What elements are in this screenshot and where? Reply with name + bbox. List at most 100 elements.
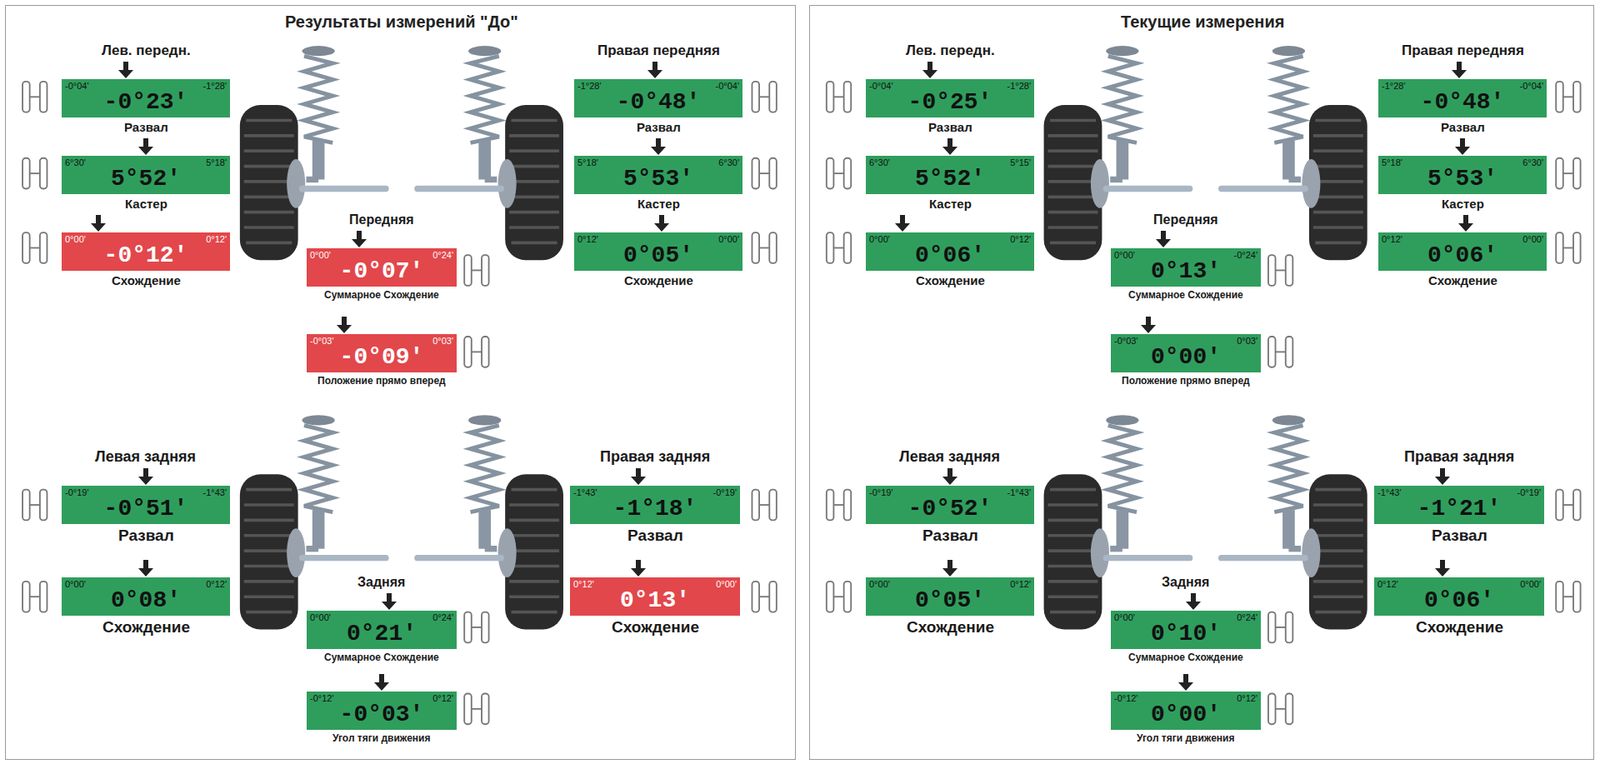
range-min: 0°00' bbox=[1114, 250, 1135, 261]
range-max: 0°12' bbox=[1010, 579, 1031, 590]
range-min: -1°43' bbox=[573, 487, 598, 499]
gauge-bar: 0°12'0°00'0°13'Схождение bbox=[570, 577, 740, 616]
gauge-bar: Задняя0°00'0°24'0°10'Суммарное Схождение bbox=[1110, 610, 1261, 650]
pointer-arrow bbox=[1435, 560, 1450, 577]
pointer-arrow bbox=[374, 674, 390, 691]
pointer-arrow-head bbox=[650, 138, 666, 155]
range-max: -0°19' bbox=[712, 487, 737, 499]
pointer-arrow-head bbox=[138, 468, 154, 485]
gauge-caption: Развал bbox=[1440, 119, 1485, 135]
range-min: -0°19' bbox=[869, 487, 894, 499]
measured-value: 0°13' bbox=[1110, 258, 1261, 285]
gauge-bar: 0°12'0°00'0°05'Схождение bbox=[574, 232, 743, 271]
panel-title: Текущие измерения bbox=[1120, 12, 1285, 32]
pointer-arrow bbox=[1458, 215, 1474, 232]
measured-value: 0°05' bbox=[574, 242, 743, 270]
gauge-caption: Угол тяги движения bbox=[332, 731, 430, 745]
measured-value: -0°12' bbox=[61, 242, 230, 270]
gauge-caption: Развал bbox=[124, 119, 169, 135]
pointer-arrow-head bbox=[118, 61, 134, 79]
range-min: -1°28' bbox=[577, 80, 602, 92]
measured-value: -0°52' bbox=[865, 495, 1035, 523]
wheel-heading: Правая передняя bbox=[1401, 41, 1525, 60]
pointer-arrow-head bbox=[1458, 215, 1474, 232]
pointer-arrow bbox=[1455, 138, 1470, 155]
gauge-caption: Суммарное Схождение bbox=[1128, 288, 1244, 302]
pointer-arrow-head bbox=[942, 468, 958, 485]
gauge-caption: Кастер bbox=[929, 195, 972, 212]
gauge-bar: Задняя0°00'0°24'0°21'Суммарное Схождение bbox=[306, 610, 457, 650]
measured-value: -0°48' bbox=[1378, 89, 1547, 116]
pointer-arrow-head bbox=[922, 61, 938, 79]
wheel-heading: Правая задняя bbox=[1404, 447, 1515, 466]
range-min: -0°04' bbox=[65, 80, 90, 92]
pointer-arrow-head bbox=[138, 560, 154, 577]
range-min: 6°30' bbox=[65, 157, 86, 169]
pointer-arrow bbox=[1178, 674, 1194, 691]
measured-value: -0°09' bbox=[306, 344, 457, 371]
measured-value: 5°53' bbox=[1378, 165, 1547, 193]
range-max: 0°12' bbox=[1010, 234, 1031, 245]
measured-value: 0°21' bbox=[306, 620, 457, 648]
measured-value: 0°10' bbox=[1110, 620, 1261, 648]
gauge-caption: Схождение bbox=[915, 272, 985, 289]
range-max: 0°24' bbox=[432, 612, 454, 624]
range-min: 0°12' bbox=[573, 579, 595, 590]
range-max: 0°00' bbox=[1520, 579, 1541, 590]
range-min: -0°12' bbox=[310, 693, 335, 705]
gauge-bar: -0°03'0°03'-0°09'Положение прямо вперед bbox=[306, 334, 457, 373]
gauge-bar: -0°12'0°12'0°00'Угол тяги движения bbox=[1110, 691, 1261, 730]
pointer-arrow bbox=[138, 468, 154, 485]
range-min: -1°43' bbox=[1377, 487, 1402, 499]
gauge-bar: 5°18'6°30'5°53'Кастер bbox=[574, 155, 743, 195]
pointer-arrow bbox=[942, 138, 958, 155]
range-max: 0°00' bbox=[715, 579, 737, 590]
pointer-arrow-head bbox=[654, 215, 670, 232]
panel-title: Результаты измерений "До" bbox=[285, 12, 519, 32]
wheel-heading: Лев. передн. bbox=[905, 41, 995, 60]
range-min: 0°00' bbox=[310, 612, 331, 624]
range-max: 0°12' bbox=[432, 693, 454, 705]
range-max: 5°18' bbox=[205, 157, 227, 169]
range-max: 0°24' bbox=[432, 250, 454, 261]
measured-value: -0°03' bbox=[306, 701, 457, 729]
gauge-caption: Развал bbox=[928, 119, 973, 135]
range-max: -1°43' bbox=[202, 487, 227, 499]
gauge-caption: Развал bbox=[922, 525, 979, 545]
gauge-caption: Развал bbox=[627, 525, 684, 545]
pointer-arrow bbox=[351, 230, 367, 248]
pointer-arrow bbox=[654, 215, 670, 232]
pointer-arrow bbox=[942, 560, 958, 577]
gauge-bar: 0°00'0°12'-0°12'Схождение bbox=[61, 232, 230, 271]
pointer-arrow-head bbox=[1435, 560, 1450, 577]
range-min: 0°00' bbox=[1114, 612, 1135, 624]
pointer-arrow bbox=[650, 138, 666, 155]
pointer-arrow bbox=[630, 468, 646, 485]
gauge-bar: Правая задняя-1°43'-0°19'-1°21'Развал bbox=[1374, 485, 1545, 525]
range-min: -0°03' bbox=[1114, 335, 1139, 347]
measured-value: -1°21' bbox=[1374, 495, 1545, 523]
wheel-heading: Лев. передн. bbox=[101, 41, 191, 60]
report-panel: Результаты измерений "До" Лев. передн. -0°… bbox=[5, 5, 796, 760]
measured-value: 0°05' bbox=[865, 587, 1035, 615]
report-panel: Текущие измеренияЛев. передн.-0°04'-1°28… bbox=[809, 5, 1595, 760]
gauge-bar: Правая передняя-1°28'-0°04'-0°48'Развал bbox=[1378, 79, 1547, 118]
range-min: 0°12' bbox=[1381, 234, 1403, 245]
measured-value: -0°25' bbox=[865, 89, 1035, 116]
gauge-caption: Кастер bbox=[637, 195, 680, 212]
pointer-arrow bbox=[381, 593, 397, 610]
pointer-arrow bbox=[138, 138, 154, 155]
gauge-caption: Схождение bbox=[1415, 617, 1504, 637]
pointer-arrow-head bbox=[90, 215, 106, 232]
gauge-bar: 0°00'0°12'0°08'Схождение bbox=[61, 577, 230, 616]
pointer-arrow-head bbox=[1155, 230, 1171, 248]
pointer-arrow-head bbox=[630, 560, 646, 577]
gauge-bar: 0°12'0°00'0°06'Схождение bbox=[1374, 577, 1545, 616]
gauge-caption: Развал bbox=[636, 119, 681, 135]
gauge-caption: Положение прямо вперед bbox=[317, 374, 446, 388]
wheel-heading: Задняя bbox=[1161, 574, 1210, 591]
measured-value: 5°52' bbox=[61, 165, 230, 193]
gauge-bar: 0°00'0°12'0°06'Схождение bbox=[865, 232, 1035, 271]
range-min: -0°12' bbox=[1114, 693, 1139, 705]
